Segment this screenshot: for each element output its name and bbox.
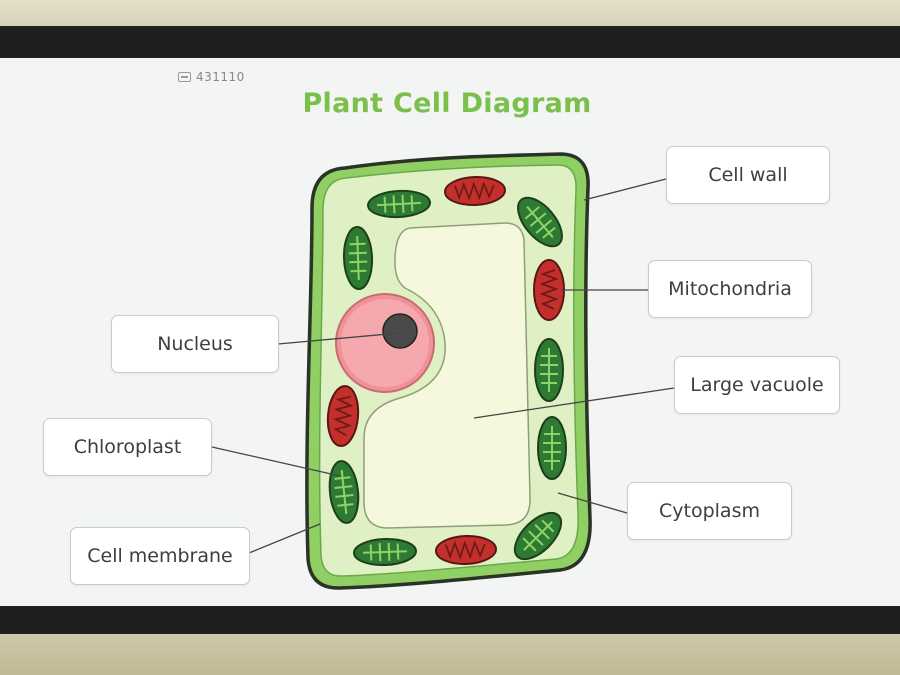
label-chloroplast-text: Chloroplast <box>73 436 182 458</box>
label-cytoplasm-text: Cytoplasm <box>659 500 760 522</box>
chloroplast-organelle <box>517 196 563 248</box>
chloroplast-organelle <box>328 460 360 524</box>
leader-line-cytoplasm <box>557 492 628 514</box>
label-nucleus-text: Nucleus <box>157 333 233 355</box>
leader-line-large-vacuole <box>473 387 675 419</box>
mitochondrion-organelle <box>533 259 565 321</box>
mitochondrion-organelle <box>444 175 506 207</box>
chloroplast-organelle <box>537 416 567 480</box>
background-wall-bottom <box>0 634 900 675</box>
mitochondrion-organelle <box>326 385 360 447</box>
large-vacuole-shape <box>363 222 531 529</box>
leader-line-cell-membrane <box>248 523 321 554</box>
label-large-vacuole: Large vacuole <box>674 356 840 414</box>
slide-screen: 431110 Plant Cell Diagram <box>0 58 900 606</box>
label-nucleus: Nucleus <box>111 315 279 373</box>
label-cell-wall-text: Cell wall <box>708 164 788 186</box>
mitochondrion-organelle <box>435 534 497 566</box>
label-cell-membrane-text: Cell membrane <box>87 545 233 567</box>
nucleolus <box>382 313 418 349</box>
plant-cell-diagram <box>211 152 675 590</box>
page-title: Plant Cell Diagram <box>302 88 592 119</box>
label-cytoplasm: Cytoplasm <box>627 482 792 540</box>
label-mitochondria-text: Mitochondria <box>668 278 792 300</box>
leader-line-cell-wall <box>583 178 667 201</box>
label-large-vacuole-text: Large vacuole <box>690 374 824 396</box>
leader-line-chloroplast <box>211 446 341 477</box>
label-cell-membrane: Cell membrane <box>70 527 250 585</box>
nucleus <box>335 293 435 393</box>
chloroplast-organelle <box>534 338 564 402</box>
sku-text: 431110 <box>196 70 245 84</box>
chloroplast-organelle <box>367 189 431 219</box>
chloroplast-organelle <box>513 511 563 561</box>
sku-code: 431110 <box>178 70 245 84</box>
chloroplast-organelle <box>342 226 374 290</box>
label-mitochondria: Mitochondria <box>648 260 812 318</box>
chloroplast-organelle <box>353 537 417 567</box>
label-chloroplast: Chloroplast <box>43 418 212 476</box>
leader-line-nucleus <box>277 332 400 345</box>
slide-code-icon <box>178 72 191 82</box>
label-cell-wall: Cell wall <box>666 146 830 204</box>
